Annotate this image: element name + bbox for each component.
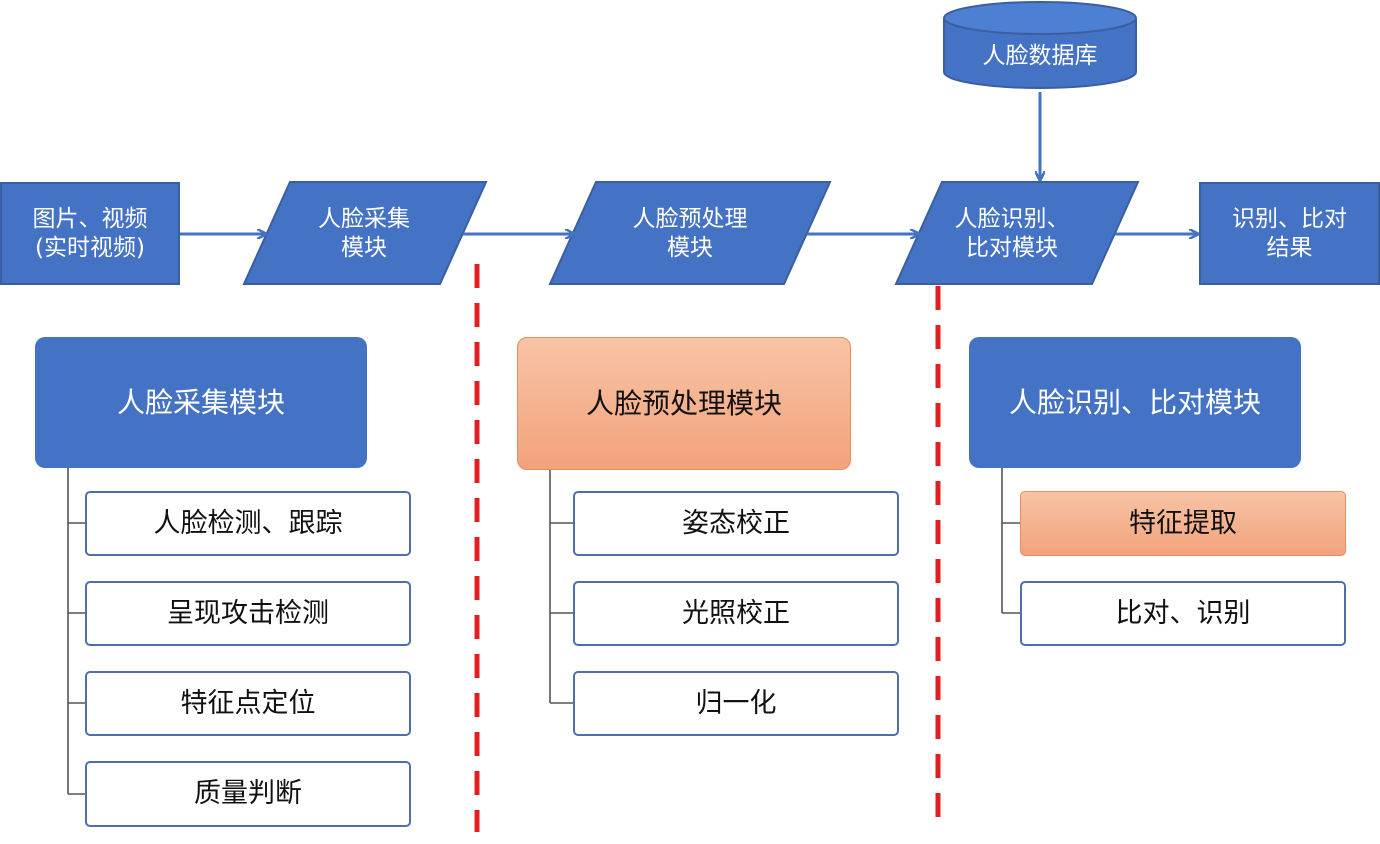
recognition-tree-connector — [1001, 468, 1020, 614]
preprocess-node-label: 人脸预处理 模块 — [632, 205, 748, 261]
preprocess-item-pose: 姿态校正 — [573, 491, 899, 556]
database-cylinder — [943, 1, 1137, 89]
recognition-node-label: 人脸识别、 比对模块 — [954, 205, 1070, 261]
capture-node-label: 人脸采集 模块 — [318, 205, 410, 261]
recognition-item-feature-extraction: 特征提取 — [1020, 491, 1346, 556]
capture-item-quality: 质量判断 — [85, 761, 411, 827]
preprocess-tree-connector — [549, 470, 573, 704]
preprocess-item-normalization: 归一化 — [573, 671, 899, 736]
capture-module-header: 人脸采集模块 — [35, 337, 367, 468]
capture-parallelogram — [242, 181, 488, 285]
capture-item-presentation-attack: 呈现攻击检测 — [85, 581, 411, 646]
preprocess-item-illumination: 光照校正 — [573, 581, 899, 646]
capture-item-landmark: 特征点定位 — [85, 671, 411, 736]
preprocess-parallelogram — [548, 181, 832, 285]
result-node: 识别、比对 结果 — [1199, 182, 1380, 285]
database-label: 人脸数据库 — [982, 42, 1098, 69]
recognition-item-compare-identify: 比对、识别 — [1020, 581, 1346, 646]
input-node: 图片、视频 (实时视频) — [0, 182, 180, 285]
recognition-parallelogram — [894, 181, 1140, 285]
recognition-module-header: 人脸识别、比对模块 — [969, 337, 1301, 468]
capture-tree-connector — [67, 468, 85, 795]
preprocess-module-header: 人脸预处理模块 — [517, 337, 851, 470]
capture-item-detection-tracking: 人脸检测、跟踪 — [85, 491, 411, 556]
